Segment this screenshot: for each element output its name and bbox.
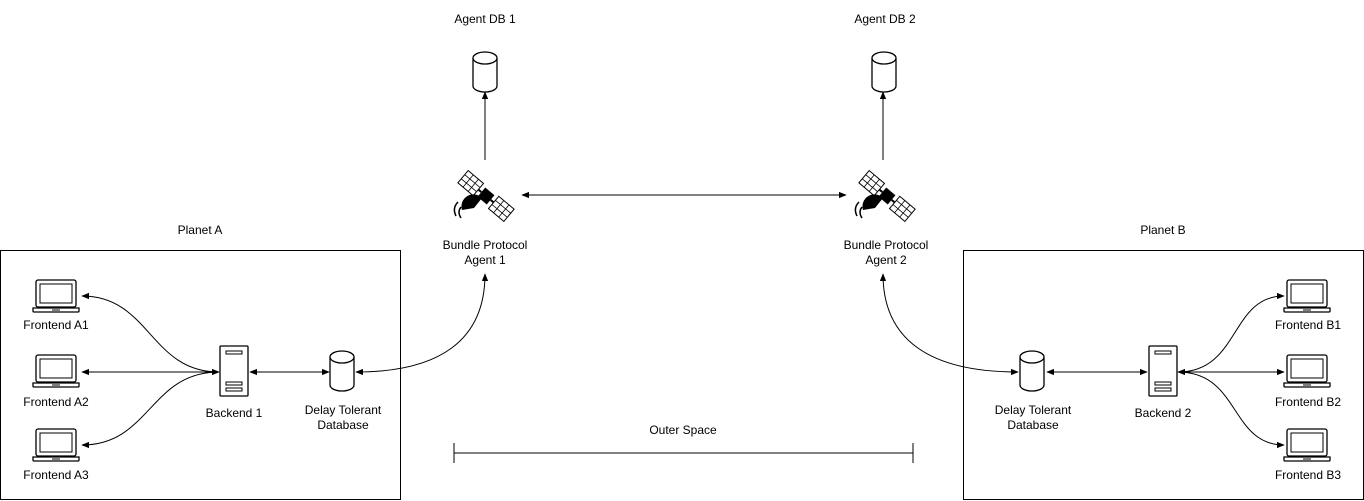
db-a-label: Delay Tolerant Database xyxy=(283,403,403,433)
outer-space-span xyxy=(453,443,914,463)
frontend-b3-laptop-icon xyxy=(1283,428,1331,462)
frontend-b1-label: Frontend B1 xyxy=(1274,318,1342,332)
agent2-label-line1: Bundle Protocol xyxy=(843,238,929,252)
db-b-label-line1: Delay Tolerant xyxy=(994,403,1072,417)
db-b-agent2-arrow xyxy=(879,273,1019,376)
agent1-satellite-icon xyxy=(453,169,516,223)
db-a-label-line2: Database xyxy=(317,418,369,432)
backend-2-server-icon xyxy=(1148,345,1178,397)
agent2-label: Bundle Protocol Agent 2 xyxy=(826,238,946,268)
db-b-cylinder-icon xyxy=(1019,350,1045,392)
frontend-b3-label: Frontend B3 xyxy=(1274,468,1342,482)
frontend-b1-laptop-icon xyxy=(1283,279,1331,313)
agent2-satellite-icon xyxy=(854,169,917,223)
backend1-frontend-a3-arrow xyxy=(81,371,220,449)
agent2-label-line2: Agent 2 xyxy=(865,253,907,267)
frontend-b2-laptop-icon xyxy=(1283,354,1331,388)
db-b-label: Delay Tolerant Database xyxy=(973,403,1093,433)
agent1-label-line2: Agent 1 xyxy=(464,253,506,267)
frontend-a3-laptop-icon xyxy=(32,428,80,462)
agent1-label: Bundle Protocol Agent 1 xyxy=(425,238,545,268)
backend1-frontend-a1-arrow xyxy=(81,292,220,376)
db-a-label-line1: Delay Tolerant xyxy=(304,403,382,417)
backend2-frontend-b1-arrow xyxy=(1177,292,1285,376)
backend2-frontend-b3-arrow xyxy=(1177,371,1285,449)
db-a-agent1-arrow xyxy=(355,273,489,376)
db-a-cylinder-icon xyxy=(329,350,355,392)
outer-space-label: Outer Space xyxy=(649,423,717,437)
backend-1-server-icon xyxy=(219,345,249,397)
frontend-a1-label: Frontend A1 xyxy=(23,318,89,332)
agent-db-1-label: Agent DB 1 xyxy=(454,12,516,26)
frontend-a2-laptop-icon xyxy=(32,354,80,388)
agent-db-1-cylinder-icon xyxy=(472,51,498,93)
frontend-b2-label: Frontend B2 xyxy=(1274,395,1342,409)
backend-1-label: Backend 1 xyxy=(205,406,263,420)
agent-db-2-label: Agent DB 2 xyxy=(854,12,916,26)
planet-b-label: Planet B xyxy=(1140,223,1186,237)
frontend-a1-laptop-icon xyxy=(32,279,80,313)
backend-2-label: Backend 2 xyxy=(1134,406,1192,420)
agent1-label-line1: Bundle Protocol xyxy=(442,238,528,252)
agent-db-2-cylinder-icon xyxy=(871,51,897,93)
db-b-label-line2: Database xyxy=(1007,418,1059,432)
frontend-a3-label: Frontend A3 xyxy=(23,468,89,482)
frontend-a2-label: Frontend A2 xyxy=(23,395,89,409)
planet-a-label: Planet A xyxy=(177,223,223,237)
